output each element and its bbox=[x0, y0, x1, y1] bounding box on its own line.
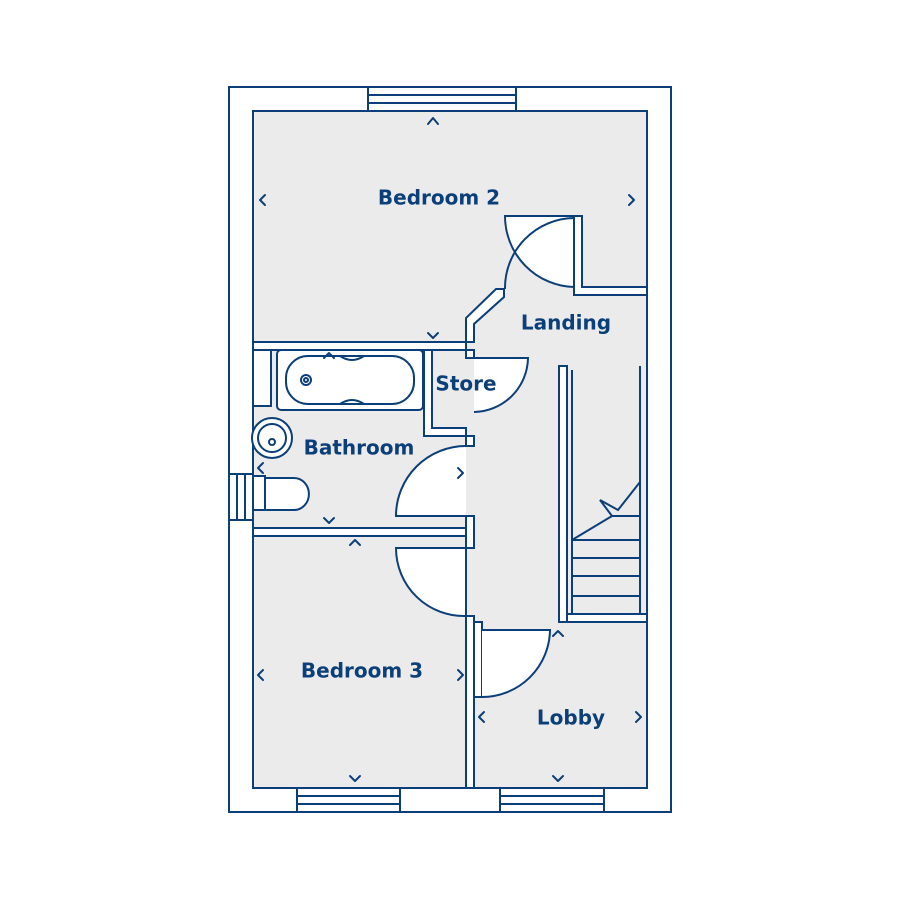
wall-bedroom3-east bbox=[465, 615, 475, 789]
basin bbox=[251, 417, 293, 459]
interior-walls bbox=[252, 215, 648, 789]
door-bathroom bbox=[394, 445, 467, 517]
wall-landing-angled bbox=[465, 288, 505, 343]
window-bathroom bbox=[228, 473, 254, 521]
door-bedroom-2-arc bbox=[503, 217, 575, 290]
label-lobby: Lobby bbox=[537, 706, 605, 730]
wall-store bbox=[423, 349, 467, 437]
windows bbox=[228, 86, 605, 813]
doors bbox=[394, 215, 575, 698]
dimension-arrows bbox=[257, 117, 642, 782]
bath bbox=[252, 349, 424, 411]
wall-bathroom-east-top bbox=[465, 435, 475, 447]
wall-lobby-north bbox=[566, 613, 648, 623]
wall-bathroom-east bbox=[465, 515, 475, 549]
window-bedroom-3 bbox=[296, 787, 401, 813]
label-bedroom-3: Bedroom 3 bbox=[301, 659, 423, 683]
wall-store-right bbox=[465, 349, 475, 359]
wall-lobby-west bbox=[473, 621, 483, 698]
door-store bbox=[473, 357, 530, 413]
label-bathroom: Bathroom bbox=[304, 436, 415, 460]
toilet bbox=[252, 475, 310, 511]
window-bedroom-2 bbox=[367, 86, 517, 112]
label-bedroom-2: Bedroom 2 bbox=[378, 186, 500, 210]
door-bedroom-2 bbox=[503, 215, 575, 289]
door-bedroom-3 bbox=[394, 547, 467, 618]
wall-bathroom-south bbox=[252, 527, 467, 537]
window-lobby bbox=[499, 787, 605, 813]
wall-stair-west bbox=[558, 365, 568, 623]
label-landing: Landing bbox=[521, 311, 611, 335]
wall-landing-north bbox=[573, 215, 648, 296]
label-store: Store bbox=[435, 372, 496, 396]
stairs bbox=[571, 481, 641, 597]
door-lobby bbox=[481, 629, 552, 698]
wall-bedroom2-south bbox=[252, 341, 467, 351]
